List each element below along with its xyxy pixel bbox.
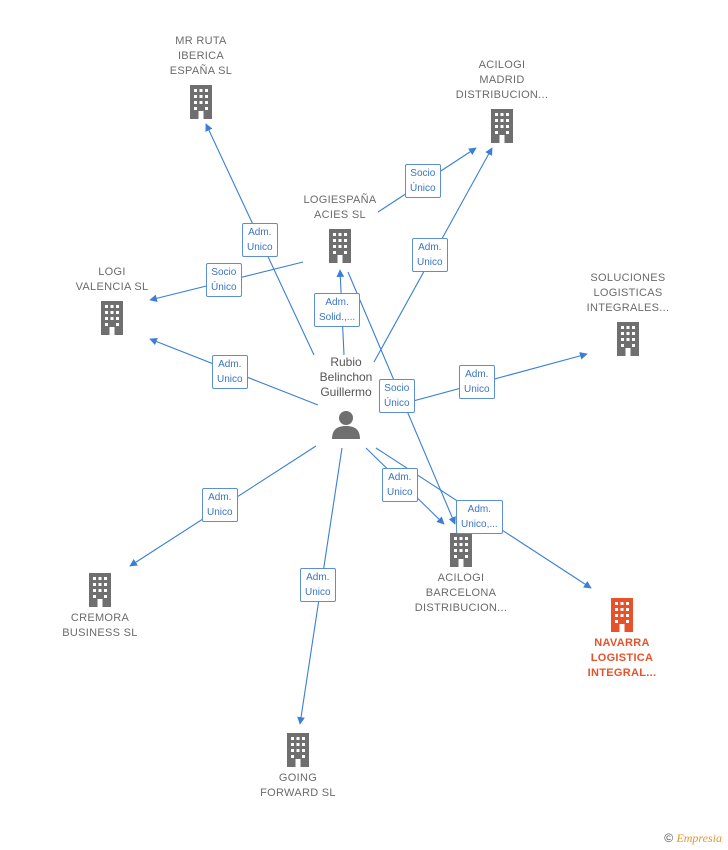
relation-text: Adm. xyxy=(388,472,412,483)
company-name-line: INTEGRAL... xyxy=(587,667,657,679)
company-name-line: MADRID xyxy=(479,74,525,86)
person-name-line: Rubio xyxy=(330,355,362,369)
company-name-line: DISTRIBUCION... xyxy=(414,602,508,614)
company-soluciones[interactable]: SOLUCIONES LOGISTICAS INTEGRALES... xyxy=(558,271,698,356)
building-icon xyxy=(287,733,309,767)
company-name-line: INTEGRALES... xyxy=(586,302,670,314)
relation-text: Socio xyxy=(211,267,237,278)
relation-badge-logi-valencia-socio[interactable]: Socio Único xyxy=(206,263,242,297)
company-acilogi-barcelona[interactable]: ACILOGI BARCELONA DISTRIBUCION... xyxy=(391,533,531,616)
brand-logo[interactable]: Empresia xyxy=(676,831,722,845)
footer-brand: © Empresia xyxy=(664,831,722,846)
building-icon xyxy=(101,301,123,335)
relation-text: Unico xyxy=(305,587,331,598)
company-name-line: LOGISTICA xyxy=(590,652,654,664)
relation-text: Socio xyxy=(384,383,410,394)
company-name-line: LOGI xyxy=(98,266,126,278)
building-icon xyxy=(617,322,639,356)
relation-text: Unico xyxy=(207,507,233,518)
company-name-line: ESPAÑA SL xyxy=(169,65,233,77)
relation-text: Unico xyxy=(247,242,273,253)
building-icon xyxy=(450,533,472,567)
person-name-line: Guillermo xyxy=(320,385,372,399)
building-icon xyxy=(89,573,111,607)
company-name-line: LOGIESPAÑA xyxy=(303,194,377,206)
company-mr-ruta[interactable]: MR RUTA IBERICA ESPAÑA SL xyxy=(131,34,271,119)
company-name-line: SOLUCIONES xyxy=(590,272,666,284)
company-logi-valencia[interactable]: LOGI VALENCIA SL xyxy=(42,265,182,335)
company-cremora[interactable]: CREMORA BUSINESS SL xyxy=(30,573,170,641)
person-name-line: Belinchon xyxy=(319,370,373,384)
relation-text: Único xyxy=(384,398,410,409)
relation-badge-logiespana[interactable]: Adm. Solid.,... xyxy=(314,293,361,327)
copyright-icon: © xyxy=(664,831,674,845)
relation-badge-acilogi-madrid-socio[interactable]: Socio Único xyxy=(405,164,441,198)
company-name-line: ACILOGI xyxy=(478,59,526,71)
company-name-line: MR RUTA xyxy=(175,35,227,47)
relation-text: Adm. xyxy=(306,572,330,583)
relation-text: Socio xyxy=(410,168,436,179)
relation-badge-cremora[interactable]: Adm. Unico xyxy=(202,488,238,522)
company-name-line: GOING xyxy=(278,772,318,784)
relation-badge-acilogi-madrid-adm[interactable]: Adm. Unico xyxy=(412,238,448,272)
relation-badge-navarra[interactable]: Adm. Unico,... xyxy=(456,500,503,534)
relation-text: Único xyxy=(410,183,436,194)
company-name-line: CREMORA xyxy=(70,612,130,624)
company-name-line: VALENCIA SL xyxy=(75,281,149,293)
company-logiespana[interactable]: LOGIESPAÑA ACIES SL xyxy=(270,193,410,263)
company-name-line: FORWARD SL xyxy=(260,787,336,799)
company-name-line: BARCELONA xyxy=(425,587,497,599)
person-rubio-belinchon-guillermo[interactable]: Rubio Belinchon Guillermo xyxy=(276,355,416,439)
building-icon xyxy=(329,229,351,263)
company-name-line: BUSINESS SL xyxy=(62,627,138,639)
relation-badge-logi-valencia-adm[interactable]: Adm. Unico xyxy=(212,355,248,389)
relation-text: Adm. xyxy=(465,369,489,380)
company-going-forward[interactable]: GOING FORWARD SL xyxy=(228,733,368,801)
person-icon xyxy=(332,411,360,439)
relation-text: Unico,... xyxy=(461,519,498,530)
building-icon xyxy=(190,85,212,119)
relation-text: Adm. xyxy=(208,492,232,503)
company-name-line: ACILOGI xyxy=(437,572,485,584)
relation-badge-barcelona-socio[interactable]: Socio Único xyxy=(379,379,415,413)
relation-text: Adm. xyxy=(248,227,272,238)
company-name-line: LOGISTICAS xyxy=(593,287,663,299)
building-icon xyxy=(491,109,513,143)
relation-text: Adm. xyxy=(467,504,492,515)
relation-text: Solid.,... xyxy=(319,312,356,323)
company-name-line: DISTRIBUCION... xyxy=(455,89,549,101)
relation-text: Único xyxy=(211,282,237,293)
relation-text: Adm. xyxy=(218,359,242,370)
relation-badge-soluciones[interactable]: Adm. Unico xyxy=(459,365,495,399)
relation-text: Unico xyxy=(464,384,490,395)
relation-text: Unico xyxy=(387,487,413,498)
company-name-line: IBERICA xyxy=(177,50,225,62)
company-navarra[interactable]: NAVARRA LOGISTICA INTEGRAL... xyxy=(552,598,692,681)
relation-text: Adm. xyxy=(418,242,442,253)
relation-text: Adm. xyxy=(325,297,349,308)
relation-text: Unico xyxy=(417,257,443,268)
company-name-line: NAVARRA xyxy=(594,637,650,649)
relation-badge-barcelona-adm[interactable]: Adm. Unico xyxy=(382,468,418,502)
relation-text: Unico xyxy=(217,374,243,385)
company-acilogi-madrid[interactable]: ACILOGI MADRID DISTRIBUCION... xyxy=(432,58,572,143)
relation-badge-going-forward[interactable]: Adm. Unico xyxy=(300,568,336,602)
company-name-line: ACIES SL xyxy=(314,209,366,221)
building-icon xyxy=(611,598,633,632)
relation-badge-mr-ruta[interactable]: Adm. Unico xyxy=(242,223,278,257)
